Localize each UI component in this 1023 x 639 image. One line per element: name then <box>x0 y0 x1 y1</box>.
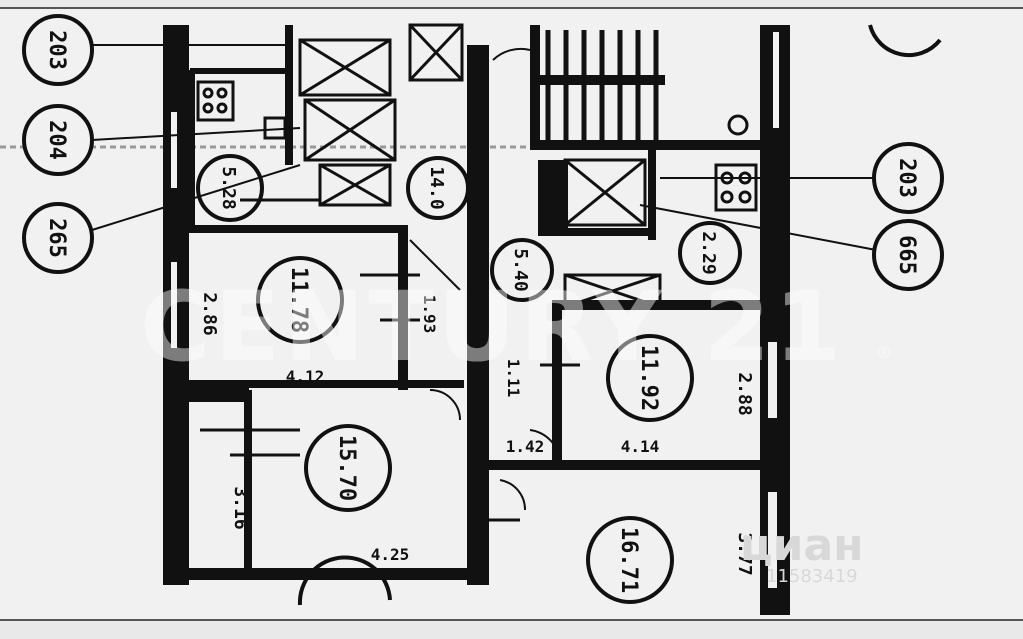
cian-watermark: циан <box>740 520 864 571</box>
room-area-bath-small: 2.29 <box>678 221 742 285</box>
dimension-label: 1.11 <box>504 359 523 398</box>
callout-left-1: 203 <box>22 14 94 86</box>
callout-right-2: 665 <box>872 219 944 291</box>
room-area-kitchen-left: 5.28 <box>196 154 264 222</box>
room-area-bottom-right: 16.71 <box>586 516 674 604</box>
dimension-ticks <box>200 198 580 522</box>
shafts <box>298 23 662 309</box>
dimension-label: 4.12 <box>286 367 325 386</box>
callout-left-3: 265 <box>22 202 94 274</box>
room-area-label: 11.78 <box>286 267 311 333</box>
callout-label: 265 <box>44 218 69 258</box>
dimension-label: 2.88 <box>734 372 755 415</box>
registered-mark: ® <box>876 343 892 362</box>
callout-partial <box>297 555 392 606</box>
callout-lines <box>91 44 877 251</box>
callout-partial <box>868 24 942 58</box>
room-area-top-left: 11.78 <box>256 256 344 344</box>
room-area-label: 15.70 <box>334 435 359 501</box>
room-area-bottom-left: 15.70 <box>304 424 392 512</box>
callout-label: 203 <box>894 158 919 198</box>
dimension-label: 4.25 <box>371 545 410 564</box>
room-area-corridor: 5.40 <box>490 238 554 302</box>
callout-left-2: 204 <box>22 104 94 176</box>
dimension-label: 3.77 <box>734 532 755 575</box>
dimension-label: 1.42 <box>506 437 545 456</box>
windows <box>166 30 784 590</box>
room-area-label: 5.28 <box>218 166 239 209</box>
dimension-label: 1.93 <box>420 295 439 334</box>
room-area-hall: 14.0 <box>406 156 470 220</box>
room-area-label: 2.29 <box>698 231 719 274</box>
callout-right-1: 203 <box>872 142 944 214</box>
callout-label: 665 <box>894 235 919 275</box>
dimension-label: 3.16 <box>230 486 251 529</box>
callout-label: 204 <box>44 120 69 160</box>
dimension-label: 4.14 <box>621 437 660 456</box>
room-area-label: 11.92 <box>636 345 661 411</box>
dimension-label: 2.86 <box>199 292 220 335</box>
doors <box>409 47 561 511</box>
room-area-label: 5.40 <box>510 248 531 291</box>
room-area-top-right: 11.92 <box>606 334 694 422</box>
room-area-label: 16.71 <box>616 527 641 593</box>
century21-watermark: CENTURY 21 <box>140 271 845 383</box>
room-area-label: 14.0 <box>426 166 447 209</box>
callout-label: 203 <box>44 30 69 70</box>
cian-listing-id: 11583419 <box>766 566 858 587</box>
